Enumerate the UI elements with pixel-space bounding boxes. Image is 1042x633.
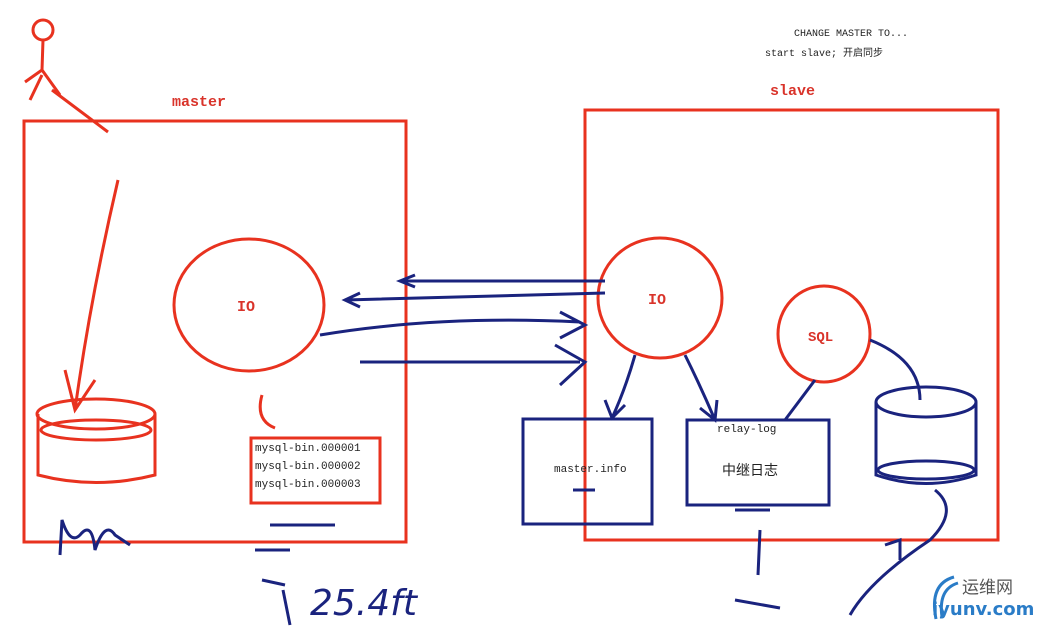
slave-sql-thread [776, 284, 872, 384]
handwritten-note: 25.4ft [310, 583, 419, 624]
user-figure-icon [24, 18, 109, 134]
master-database-icon [35, 397, 157, 484]
slave-label: slave [770, 83, 815, 100]
binlog-file: mysql-bin.000003 [255, 479, 361, 491]
binlog-file: mysql-bin.000002 [255, 461, 361, 473]
slave-database-icon [874, 385, 978, 485]
watermark-en: iyunv.com [932, 599, 1035, 620]
slave-sql-label: SQL [808, 330, 833, 346]
binlog-file: mysql-bin.000001 [255, 443, 361, 455]
relay-log-label: relay-log [717, 424, 776, 436]
watermark-cn: 运维网 [962, 578, 1013, 598]
binlog-box [249, 436, 382, 505]
watermark-logo: 运维网 iyunv.com [924, 569, 1034, 627]
relay-log-box [685, 418, 831, 507]
master-io-thread [172, 237, 326, 373]
replication-arrows [58, 273, 948, 626]
master-box [22, 119, 408, 544]
relay-log-cn-label: 中继日志 [722, 463, 778, 479]
master-io-label: IO [237, 299, 255, 316]
master-info-label: master.info [554, 464, 627, 476]
arrow-stroke [63, 179, 276, 430]
master-info-box [521, 417, 654, 526]
slave-io-thread [596, 236, 724, 360]
slave-io-label: IO [648, 292, 666, 309]
note-start-slave: start slave; 开启同步 [765, 46, 883, 60]
master-label: master [172, 94, 226, 111]
note-change-master: CHANGE MASTER TO... [794, 29, 908, 40]
slave-box [583, 108, 1000, 542]
logo-swoosh-icon [933, 575, 959, 620]
